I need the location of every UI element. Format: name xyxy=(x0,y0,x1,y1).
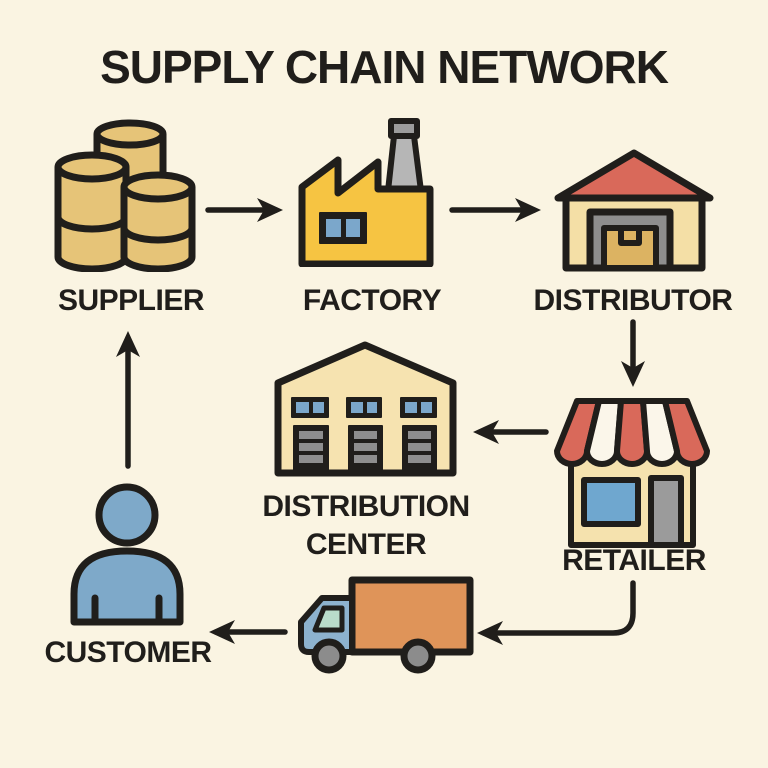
warehouse-icon xyxy=(554,149,714,272)
page-title: SUPPLY CHAIN NETWORK xyxy=(100,41,669,93)
distribution-center-node xyxy=(270,340,468,478)
distribution-center-label: DISTRIBUTION CENTER xyxy=(262,490,470,562)
retailer-label: RETAILER xyxy=(562,544,706,577)
supplier-label: SUPPLIER xyxy=(57,284,205,317)
customer-label: CUSTOMER xyxy=(44,636,212,669)
retailer-node xyxy=(553,393,711,551)
factory-node xyxy=(295,115,437,267)
distributor-label: DISTRIBUTOR xyxy=(533,284,733,317)
delivery-truck-icon xyxy=(298,576,474,674)
customer-node xyxy=(68,478,188,628)
truck-node xyxy=(288,570,483,678)
arrow-retailer-to-truck xyxy=(477,580,636,645)
barrels-icon xyxy=(54,119,196,272)
distribution-center-icon xyxy=(274,341,457,477)
factory-icon xyxy=(298,118,434,267)
person-icon xyxy=(70,483,184,626)
storefront-icon xyxy=(554,398,710,548)
supplier-node xyxy=(52,112,202,272)
distributor-node xyxy=(550,146,718,274)
factory-label: FACTORY xyxy=(302,284,442,317)
